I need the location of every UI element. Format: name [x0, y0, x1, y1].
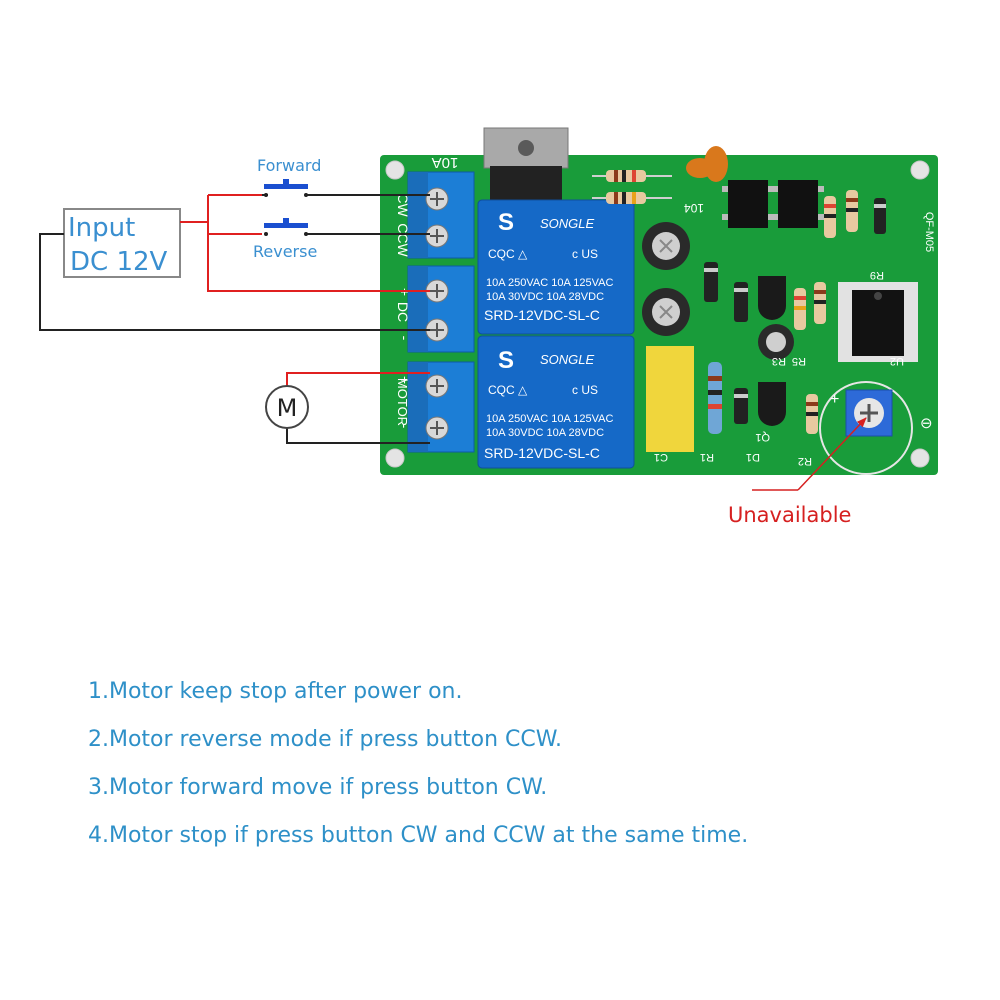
instruction-item: 1.Motor keep stop after power on.: [88, 679, 463, 704]
relay-board: 10A: [380, 127, 938, 475]
mounting-hole: [910, 160, 930, 180]
motor-icon: M: [265, 385, 309, 429]
input-source-box: [63, 208, 181, 278]
relay-spec-line: 10A 30VDC 10A 28VDC: [486, 427, 604, 439]
songle-logo-icon: S: [498, 347, 514, 374]
terminal-label-ccw: CCW: [395, 223, 411, 257]
resistor: [806, 394, 818, 434]
ceramic-capacitor: [704, 146, 728, 182]
terminal-block-motor: [407, 361, 475, 453]
component-label: Q1: [755, 431, 770, 443]
forward-push-button: [262, 179, 308, 197]
component-label: U2: [890, 355, 904, 367]
resistor: [708, 362, 722, 434]
instructions-list: 1.Motor keep stop after power on. 2.Moto…: [88, 676, 748, 868]
board-model-label: QF-M05: [923, 212, 935, 252]
positive-wire: [180, 221, 430, 292]
terminal-label-dc-minus: -: [397, 336, 413, 341]
relay-brand: SONGLE: [540, 352, 595, 367]
ic-chip: [838, 282, 918, 362]
relay-cert: c US: [572, 247, 598, 261]
transistor: [758, 276, 786, 320]
positive-wire: [207, 222, 262, 235]
terminal-label-motor-minus: -: [397, 424, 413, 429]
reverse-label: Reverse: [253, 242, 317, 261]
resistor: [592, 192, 672, 204]
relay-spec-line: 10A 250VAC 10A 125VAC: [486, 413, 613, 425]
terminal-label-cw: CW: [395, 193, 411, 217]
diode: [704, 262, 718, 302]
capacitor-code-label: 104: [684, 201, 704, 215]
negative-wire: [39, 233, 430, 331]
electrolytic-capacitor: [642, 288, 690, 336]
callout-arrow: [797, 417, 867, 491]
resistor: [592, 170, 672, 182]
voltage-regulator: [483, 127, 569, 206]
input-label-line1: Input: [68, 213, 135, 243]
cqc-mark-icon: CQC △: [488, 247, 528, 261]
terminal-label-dc: DC: [395, 302, 411, 322]
cqc-mark-icon: CQC △: [488, 383, 528, 397]
mounting-hole: [385, 160, 405, 180]
transistor: [758, 382, 786, 426]
songle-logo-icon: S: [498, 209, 514, 236]
unavailable-label: Unavailable: [728, 503, 851, 527]
resistor: [846, 190, 858, 232]
component-label: R9: [870, 269, 884, 281]
terminal-block-dc: [407, 265, 475, 353]
diode: [874, 198, 886, 234]
reverse-push-button: [264, 218, 308, 236]
forward-label: Forward: [257, 156, 321, 175]
optocoupler: [722, 180, 774, 228]
component-label: R2: [798, 455, 812, 467]
relay-spec-line: 10A 30VDC 10A 28VDC: [486, 291, 604, 303]
component-label: C1: [654, 451, 668, 463]
component-label: R1: [700, 451, 714, 463]
resistor: [794, 288, 806, 330]
component-label: R5: [792, 355, 806, 367]
input-label-line2: DC 12V: [70, 247, 168, 277]
terminal-block-buttons: [407, 171, 475, 259]
relay-2: S SONGLE CQC △ c US 10A 250VAC 10A 125VA…: [477, 335, 635, 469]
wiring: Input DC 12V Forward Reverse: [39, 156, 867, 527]
resistor: [824, 196, 836, 238]
relay-cert: c US: [572, 383, 598, 397]
relay-brand: SONGLE: [540, 216, 595, 231]
instruction-item: 3.Motor forward move if press button CW.: [88, 775, 548, 800]
terminal-label-motor-plus: +: [397, 376, 413, 384]
electrolytic-capacitor: [642, 222, 690, 270]
board-rating-label: 10A: [432, 154, 459, 171]
diode: [734, 388, 748, 424]
film-capacitor: [646, 346, 694, 452]
instruction-item: 4.Motor stop if press button CW and CCW …: [88, 823, 749, 848]
terminal-label-motor: MOTOR: [395, 378, 410, 426]
electrolytic-capacitor: [758, 324, 794, 360]
relay-1: S SONGLE CQC △ c US 10A 250VAC 10A 125VA…: [477, 199, 635, 335]
potentiometer-minus-label: ⊖: [920, 415, 933, 432]
mounting-hole: [910, 448, 930, 468]
mounting-hole: [385, 448, 405, 468]
motor-negative-wire: [286, 427, 430, 444]
relay-model: SRD-12VDC-SL-C: [484, 307, 600, 323]
component-label: D1: [746, 451, 760, 463]
relay-spec-line: 10A 250VAC 10A 125VAC: [486, 277, 613, 289]
instruction-item: 2.Motor reverse mode if press button CCW…: [88, 727, 562, 752]
diode: [734, 282, 748, 322]
component-label: R3: [772, 355, 786, 367]
relay-model: SRD-12VDC-SL-C: [484, 445, 600, 461]
optocoupler: [772, 180, 824, 228]
potentiometer-plus-label: +: [830, 391, 839, 408]
motor-positive-wire: [286, 372, 430, 387]
resistor: [814, 282, 826, 324]
motor-symbol-label: M: [277, 394, 298, 422]
